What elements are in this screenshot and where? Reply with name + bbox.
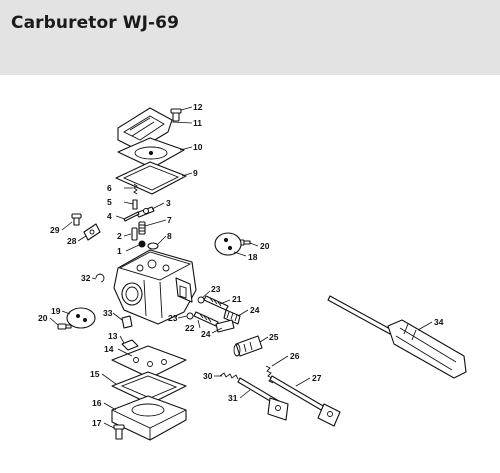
callout-11: 11 <box>193 118 202 128</box>
part-28-bracket <box>83 223 101 241</box>
part-26-spring <box>265 365 274 384</box>
callout-31: 31 <box>228 393 238 403</box>
callout-33: 33 <box>103 308 113 318</box>
callout-13: 13 <box>108 331 118 341</box>
part-33-plug <box>121 315 133 329</box>
callout-32: 32 <box>81 273 91 283</box>
callout-23-lower: 23 <box>168 313 178 323</box>
callout-19: 19 <box>51 306 61 316</box>
part-25-shaft-holder <box>233 335 263 357</box>
callout-17: 17 <box>92 418 102 428</box>
callout-25: 25 <box>269 332 279 342</box>
callout-23-upper: 23 <box>211 284 221 294</box>
callout-20-lower: 20 <box>38 313 48 323</box>
callout-22: 22 <box>185 323 195 333</box>
callout-24-lower: 24 <box>201 329 211 339</box>
callout-24-upper: 24 <box>250 305 260 315</box>
part-15-gasket <box>111 371 187 405</box>
callout-3: 3 <box>166 198 171 208</box>
carburetor-body <box>113 249 197 325</box>
part-29-screw <box>71 213 82 226</box>
callout-8: 8 <box>167 231 172 241</box>
page-title: Carburetor WJ-69 <box>11 13 180 33</box>
part-32-clip <box>95 273 105 283</box>
callout-7: 7 <box>167 215 172 225</box>
part-20-screw-lower <box>57 323 72 330</box>
part-24-spring-upper <box>223 309 241 325</box>
callout-labels: 12 11 10 9 6 5 3 4 7 29 28 2 8 1 20 18 3… <box>38 102 444 428</box>
callout-12: 12 <box>193 102 203 112</box>
callout-28: 28 <box>67 236 77 246</box>
part-6-spring <box>133 183 138 195</box>
part-27-choke-shaft <box>269 375 341 427</box>
part-4-inlet-needle <box>123 211 140 222</box>
callout-15: 15 <box>90 369 100 379</box>
part-18-plate <box>214 232 242 256</box>
callout-9: 9 <box>193 168 198 178</box>
part-9-gasket <box>115 161 187 195</box>
part-2-check-valve <box>131 227 138 241</box>
title-bar: Carburetor WJ-69 <box>0 0 500 75</box>
part-14-diaphragm <box>111 345 187 379</box>
callout-2: 2 <box>117 231 122 241</box>
part-23-o-ring-lower <box>186 312 194 320</box>
callout-16: 16 <box>92 398 102 408</box>
part-3-lever <box>135 206 155 218</box>
part-24-spring-lower <box>215 319 235 333</box>
part-13-valve <box>121 339 139 351</box>
callout-18: 18 <box>248 252 258 262</box>
part-16-cover <box>111 395 187 441</box>
part-31-throttle-shaft <box>237 377 289 421</box>
part-5-pin <box>132 199 138 210</box>
part-19-cover <box>66 307 96 329</box>
callout-34: 34 <box>434 317 444 327</box>
part-10-pump-diaphragm <box>117 137 185 169</box>
callout-26: 26 <box>290 351 300 361</box>
part-23-o-ring-upper <box>197 296 205 304</box>
part-34-screwdriver <box>327 295 467 379</box>
part-1-washer <box>138 240 146 248</box>
part-17-screw <box>113 424 125 440</box>
part-11-pump-cover <box>117 107 173 151</box>
callout-4: 4 <box>107 211 112 221</box>
callout-1: 1 <box>117 246 122 256</box>
callout-30: 30 <box>203 371 213 381</box>
part-12-screw <box>170 108 182 122</box>
callout-29: 29 <box>50 225 60 235</box>
callout-6: 6 <box>107 183 112 193</box>
part-8-plug <box>147 242 159 250</box>
callout-10: 10 <box>193 142 203 152</box>
callout-20-upper: 20 <box>260 241 270 251</box>
callout-5: 5 <box>107 197 112 207</box>
part-22-adjusting-screw <box>193 311 219 327</box>
callout-21: 21 <box>232 294 242 304</box>
leader-lines <box>49 106 433 429</box>
callout-27: 27 <box>312 373 322 383</box>
part-30-spring <box>219 372 239 380</box>
part-21-adjusting-screw <box>203 295 229 311</box>
part-7-spring <box>138 221 146 235</box>
callout-14: 14 <box>104 344 114 354</box>
